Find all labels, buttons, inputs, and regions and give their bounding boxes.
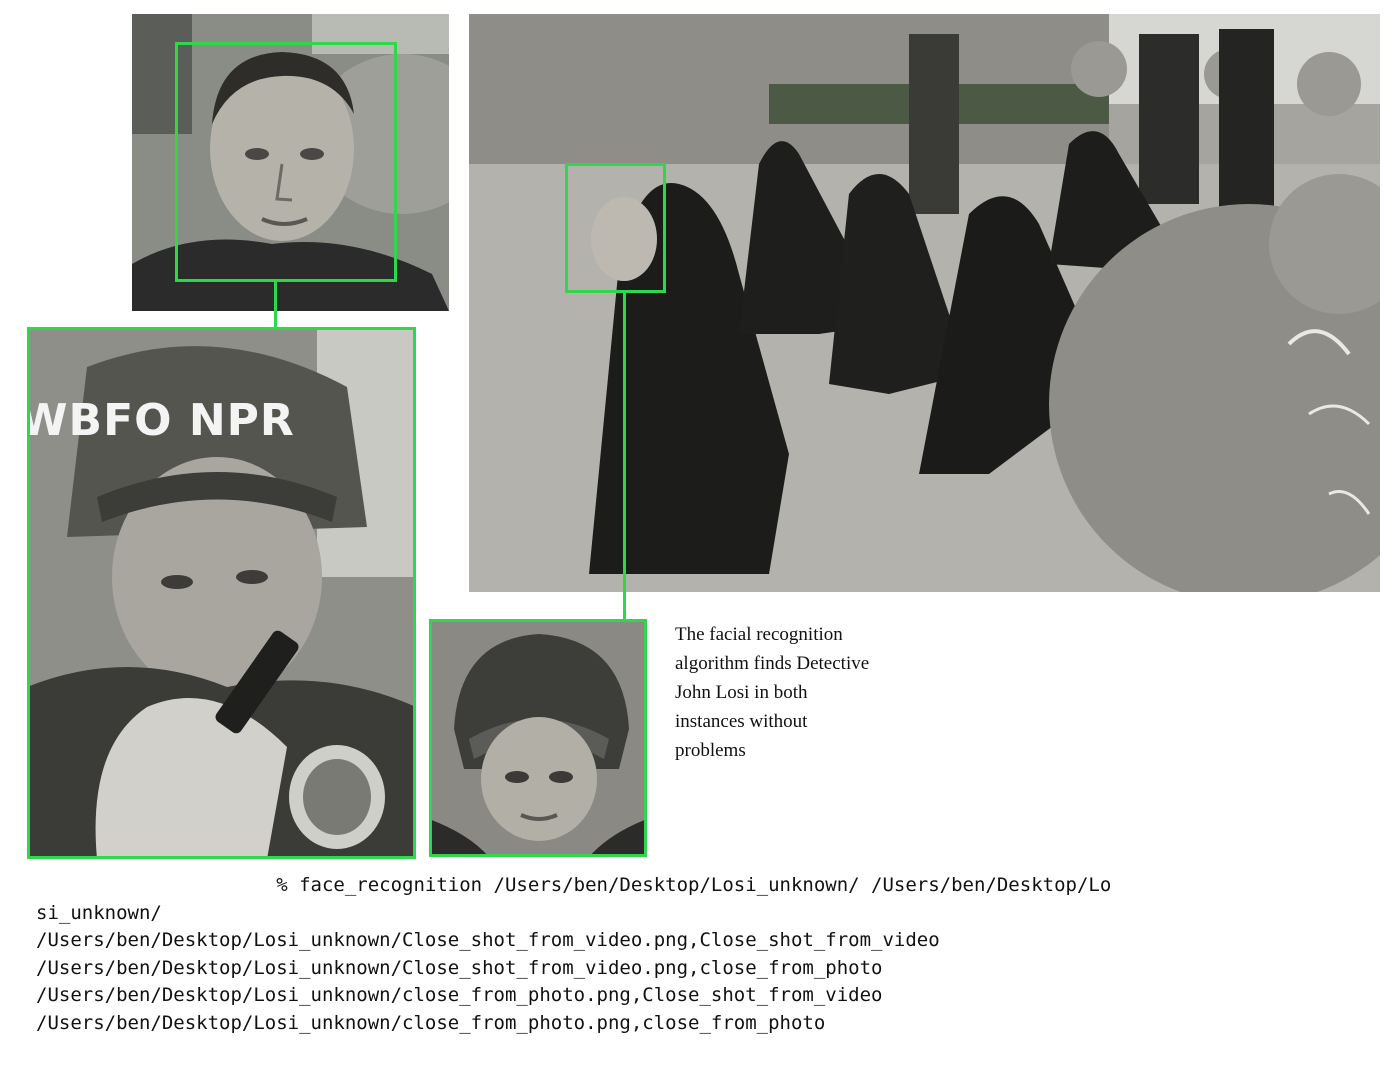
face-detection-box: [27, 327, 416, 859]
terminal-command-line: % face_recognition /Users/ben/Desktop/Lo…: [36, 874, 1112, 896]
helmet-crop: [429, 619, 647, 857]
face-detection-box: [565, 163, 666, 293]
terminal-result-line: /Users/ben/Desktop/Losi_unknown/close_fr…: [36, 984, 883, 1006]
terminal-result-line: /Users/ben/Desktop/Losi_unknown/close_fr…: [36, 1011, 826, 1034]
terminal-command-wrap: si_unknown/: [36, 901, 162, 924]
close-photo: [132, 14, 449, 311]
face-detection-box: [175, 42, 397, 282]
caption: The facial recognition algorithm finds D…: [675, 624, 870, 761]
scene-photo-image: [469, 14, 1380, 592]
connector-line: [623, 291, 626, 621]
scene-photo: [469, 14, 1380, 592]
face-detection-box: [429, 619, 647, 857]
video-still-image: [27, 327, 416, 859]
video-overlay-text: WBFO NPR: [27, 395, 295, 446]
helmet-crop-image: [429, 619, 647, 857]
terminal-output: % face_recognition /Users/ben/Desktop/Lo…: [36, 872, 1386, 1037]
video-still: WBFO NPR: [27, 327, 416, 859]
terminal-result-line: /Users/ben/Desktop/Losi_unknown/Close_sh…: [36, 929, 940, 951]
connector-line: [274, 282, 277, 329]
terminal-result-line: /Users/ben/Desktop/Losi_unknown/Close_sh…: [36, 956, 883, 979]
